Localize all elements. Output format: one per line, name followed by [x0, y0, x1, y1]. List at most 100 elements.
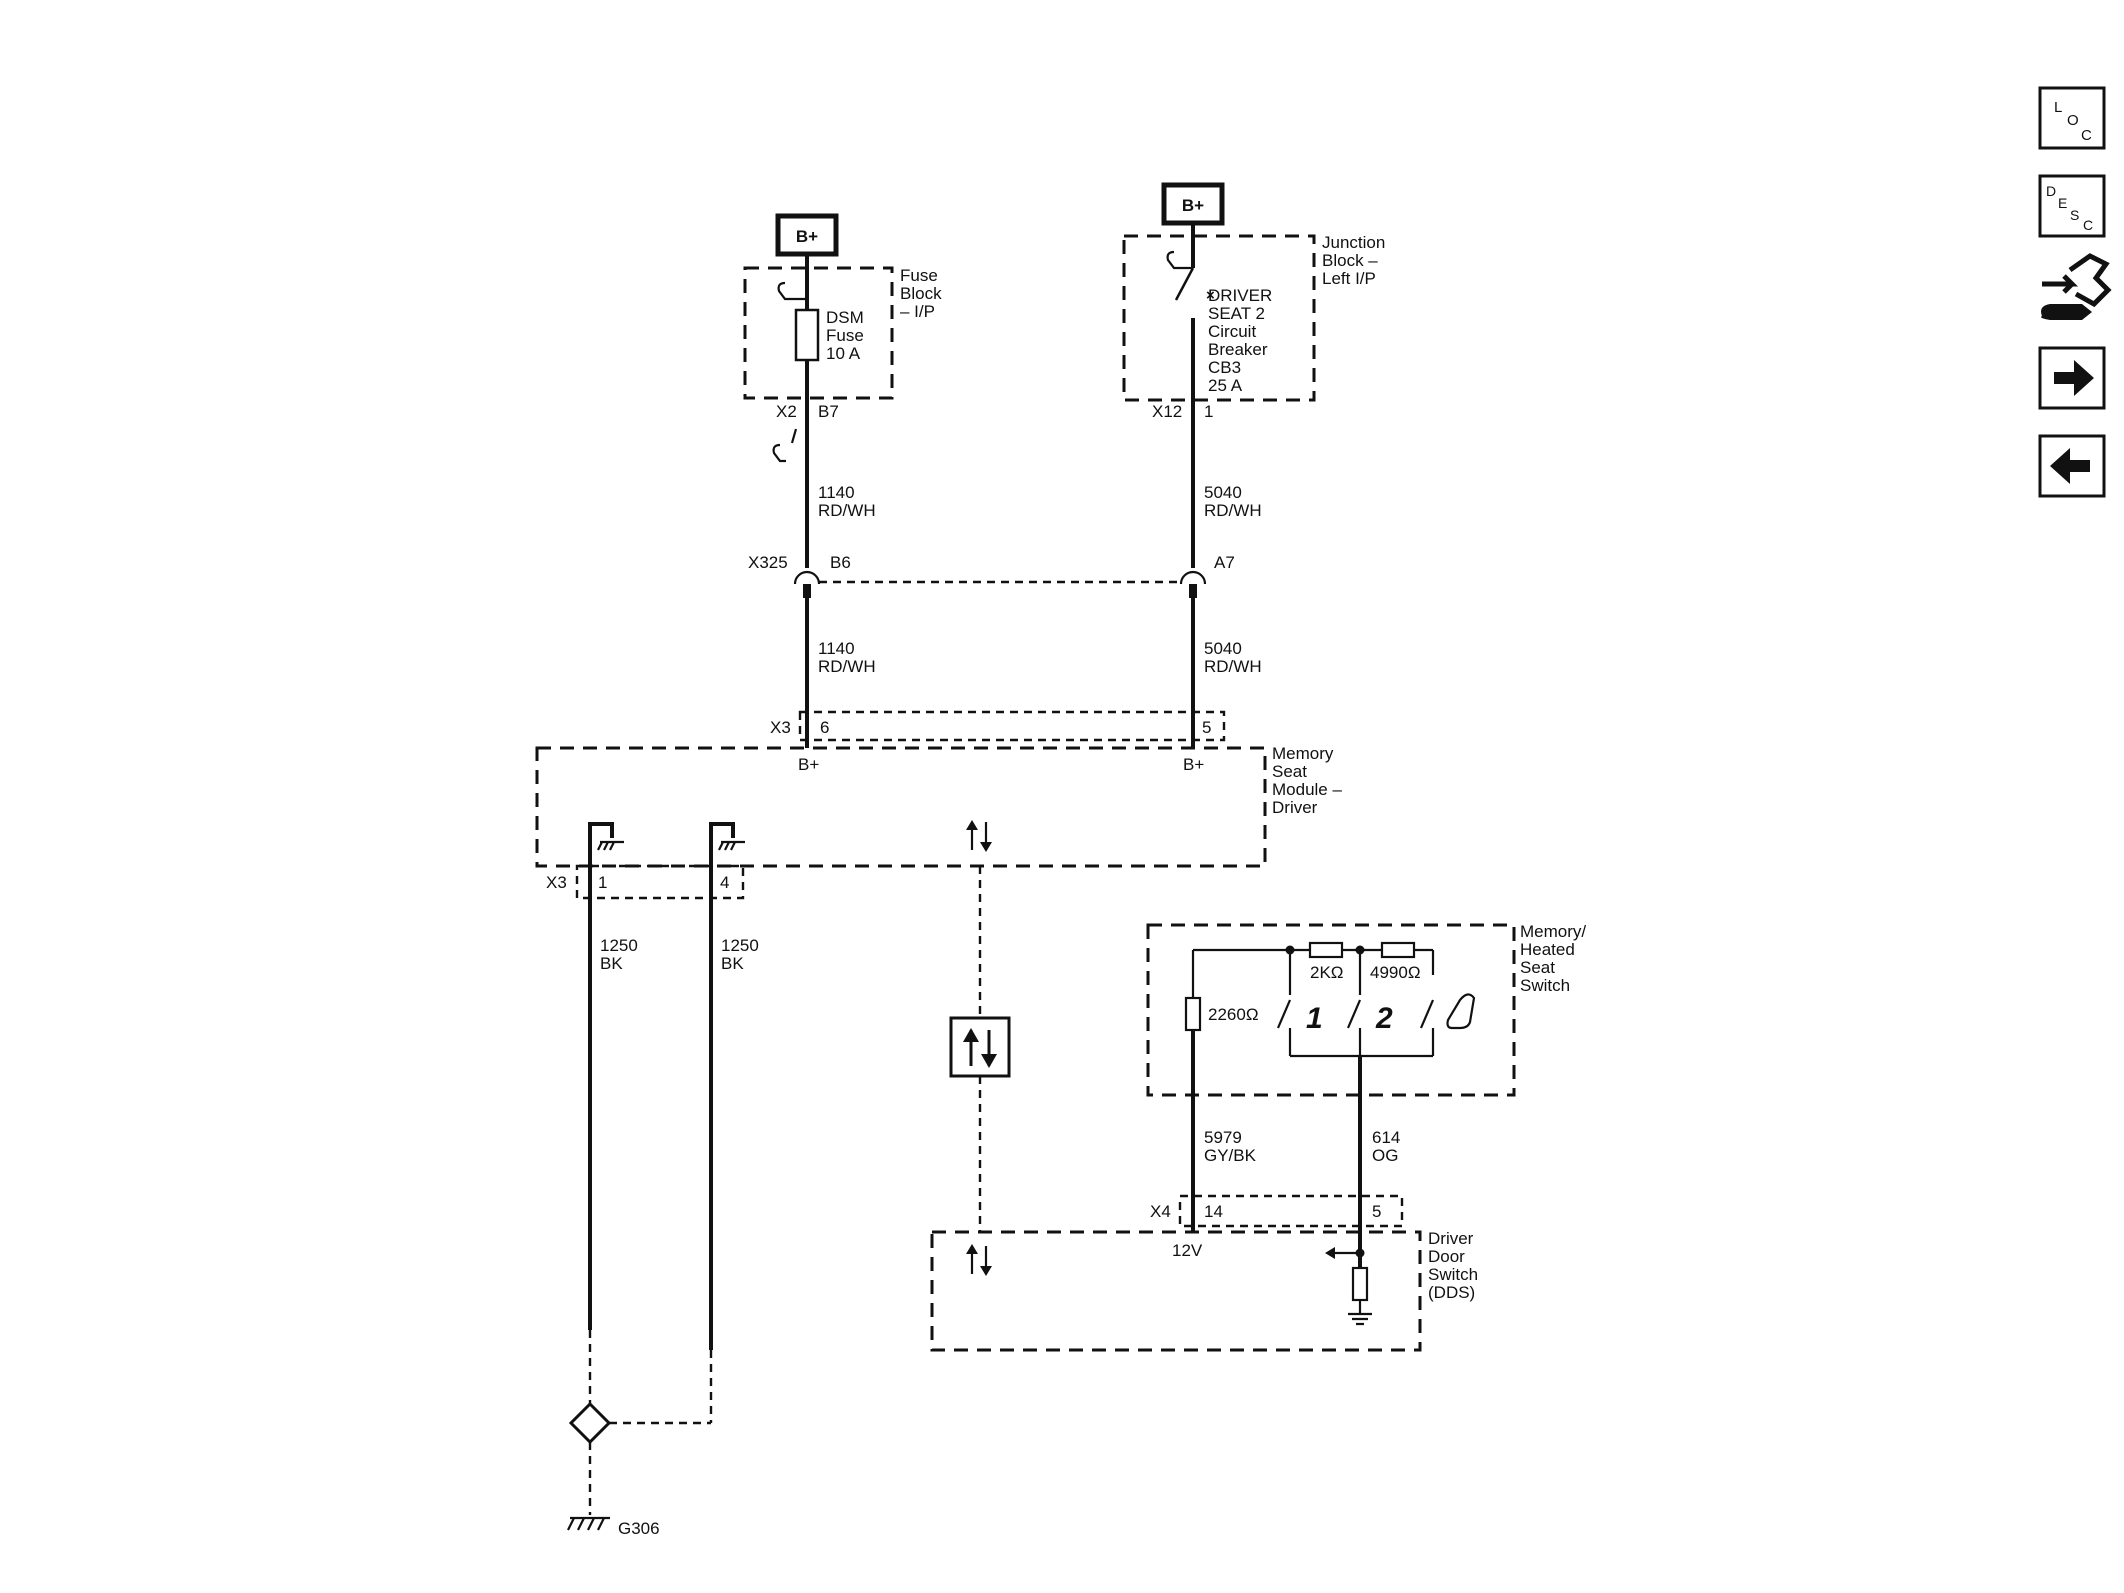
svg-text:B+: B+: [796, 227, 818, 246]
memory-heated-seat-switch: Memory/ Heated Seat Switch 2KΩ 4990Ω 226…: [1146, 922, 1586, 1097]
svg-text:Circuit: Circuit: [1208, 322, 1256, 341]
svg-text:1250: 1250: [721, 936, 759, 955]
svg-text:4: 4: [720, 873, 729, 892]
svg-text:Driver: Driver: [1272, 798, 1318, 817]
svg-text:Driver: Driver: [1428, 1229, 1474, 1248]
svg-text:CB3: CB3: [1208, 358, 1241, 377]
svg-text:5040: 5040: [1204, 639, 1242, 658]
previous-page-button[interactable]: [2038, 434, 2106, 498]
svg-text:DRIVER: DRIVER: [1208, 286, 1272, 305]
svg-text:B6: B6: [830, 553, 851, 572]
memory-seat-module-driver: X3 6 5 B+ B+ Memory Seat Module – Driver…: [535, 710, 1342, 900]
svg-text:D: D: [2046, 183, 2056, 199]
description-button[interactable]: D E S C: [2038, 174, 2106, 238]
svg-text:BK: BK: [721, 954, 744, 973]
svg-text:Switch: Switch: [1520, 976, 1570, 995]
svg-text:E: E: [2058, 195, 2067, 211]
inline-connector-x325: X325 B6 A7: [748, 553, 1235, 598]
svg-text:GY/BK: GY/BK: [1204, 1146, 1257, 1165]
svg-text:X12: X12: [1152, 402, 1182, 421]
svg-text:12V: 12V: [1172, 1241, 1203, 1260]
resistor-2260-icon: [1184, 996, 1202, 1032]
svg-text:Heated: Heated: [1520, 940, 1575, 959]
svg-text:Switch: Switch: [1428, 1265, 1478, 1284]
ground-g306: G306: [567, 1516, 660, 1538]
junction-block-left-ip: Junction Block – Left I/P × DRIVER SEAT …: [1122, 233, 1385, 402]
bplus-source-left: B+: [775, 213, 839, 257]
svg-text:1: 1: [1204, 402, 1213, 421]
svg-text:S: S: [2070, 207, 2079, 223]
svg-text:Memory/: Memory/: [1520, 922, 1586, 941]
dsm-fuse-icon: [794, 308, 820, 362]
svg-text:G306: G306: [618, 1519, 660, 1538]
svg-text:O: O: [2067, 112, 2079, 129]
svg-text:– I/P: – I/P: [900, 302, 935, 321]
svg-text:(DDS): (DDS): [1428, 1283, 1475, 1302]
data-arrows-icon: [966, 1244, 992, 1276]
svg-text:RD/WH: RD/WH: [818, 657, 876, 676]
svg-text:Seat: Seat: [1272, 762, 1307, 781]
svg-text:5040: 5040: [1204, 483, 1242, 502]
svg-text:A7: A7: [1214, 553, 1235, 572]
svg-text:5979: 5979: [1204, 1128, 1242, 1147]
svg-text:Module –: Module –: [1272, 780, 1342, 799]
fuse-block-ip: Fuse Block – I/P DSM Fuse 10 A: [743, 266, 942, 400]
svg-text:X325: X325: [748, 553, 788, 572]
svg-text:6: 6: [820, 718, 829, 737]
location-button[interactable]: L O C: [2038, 86, 2106, 150]
svg-text:X2: X2: [776, 402, 797, 421]
svg-text:C: C: [2081, 127, 2092, 144]
svg-text:RD/WH: RD/WH: [1204, 501, 1262, 520]
svg-text:C: C: [2083, 217, 2093, 233]
svg-text:B+: B+: [798, 755, 819, 774]
svg-text:5: 5: [1372, 1202, 1381, 1221]
svg-text:×: ×: [1206, 287, 1215, 304]
svg-text:4990Ω: 4990Ω: [1370, 963, 1421, 982]
svg-text:SEAT 2: SEAT 2: [1208, 304, 1265, 323]
svg-text:B+: B+: [1183, 755, 1204, 774]
svg-text:614: 614: [1372, 1128, 1400, 1147]
svg-text:RD/WH: RD/WH: [1204, 657, 1262, 676]
splice-diamond-icon: [568, 1401, 612, 1445]
svg-text:X3: X3: [770, 718, 791, 737]
svg-text:OG: OG: [1372, 1146, 1398, 1165]
svg-text:2: 2: [1375, 1002, 1393, 1035]
next-page-button[interactable]: [2038, 346, 2106, 410]
driver-door-switch-dds: X4 14 5 Driver Door Switch (DDS) 12V: [930, 1194, 1478, 1352]
svg-text:Fuse: Fuse: [826, 326, 864, 345]
svg-text:Breaker: Breaker: [1208, 340, 1268, 359]
svg-text:RD/WH: RD/WH: [818, 501, 876, 520]
svg-text:1250: 1250: [600, 936, 638, 955]
svg-text:BK: BK: [600, 954, 623, 973]
svg-text:X3: X3: [546, 873, 567, 892]
connector-repair-button[interactable]: [2041, 253, 2112, 320]
svg-text:L: L: [2054, 99, 2062, 116]
bplus-source-right: B+: [1161, 182, 1225, 226]
svg-text:Fuse: Fuse: [900, 266, 938, 285]
resistor-2k-icon: [1308, 941, 1344, 959]
svg-text:B7: B7: [818, 402, 839, 421]
svg-text:Block: Block: [900, 284, 942, 303]
resistor-4990-icon: [1380, 941, 1416, 959]
svg-text:Seat: Seat: [1520, 958, 1555, 977]
pull-down-resistor-icon: [1351, 1266, 1369, 1302]
svg-text:B+: B+: [1182, 196, 1204, 215]
connector-wrench-icon: [2041, 253, 2112, 320]
svg-text:2KΩ: 2KΩ: [1310, 963, 1344, 982]
svg-text:DSM: DSM: [826, 308, 864, 327]
svg-text:1140: 1140: [818, 483, 855, 502]
arrow-left-icon: [2050, 448, 2090, 484]
svg-text:10 A: 10 A: [826, 344, 861, 363]
svg-text:Door: Door: [1428, 1247, 1465, 1266]
seat-icon: [1446, 993, 1476, 1030]
svg-text:14: 14: [1204, 1202, 1223, 1221]
circuit-breaker-icon: [1174, 267, 1195, 301]
svg-text:1: 1: [1306, 1002, 1323, 1035]
svg-text:Memory: Memory: [1272, 744, 1334, 763]
svg-text:2260Ω: 2260Ω: [1208, 1005, 1259, 1024]
svg-text:25 A: 25 A: [1208, 376, 1243, 395]
svg-text:1140: 1140: [818, 639, 855, 658]
data-arrows-icon: [966, 820, 992, 852]
svg-text:Left I/P: Left I/P: [1322, 269, 1376, 288]
